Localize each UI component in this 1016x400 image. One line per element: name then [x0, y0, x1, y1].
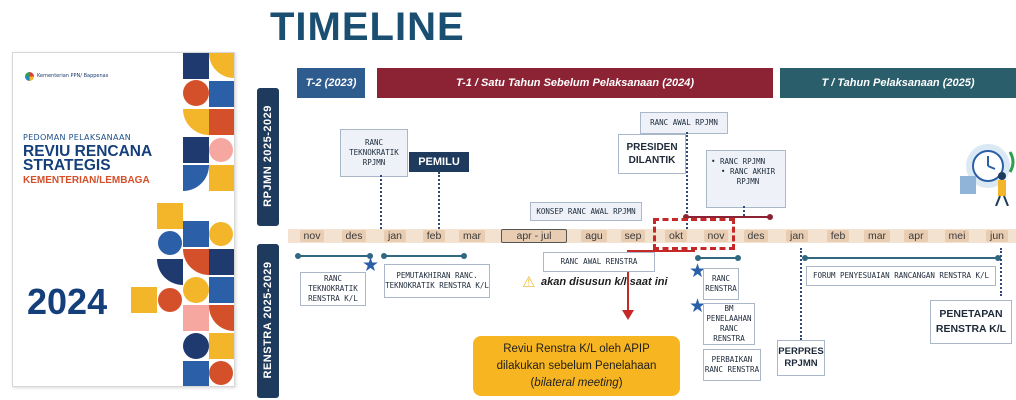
perpres-box: PERPRES RPJMN [777, 340, 825, 376]
connector-line [743, 206, 745, 216]
konsep-ranc-awal-box: KONSEP RANC AWAL RPJMN [530, 202, 642, 221]
highlight-arrow-line [627, 250, 695, 252]
review-callout: Reviu Renstra K/L oleh APIP dilakukan se… [473, 336, 680, 396]
review-line3: (bilateral meeting) [530, 376, 623, 389]
bullet-ranc-rpjmn: • RANC RPJMN [711, 157, 766, 166]
month-jan-2024: jan [376, 229, 414, 243]
month-mei-2025: mei [938, 229, 976, 243]
month-nov-2024: nov [698, 229, 734, 243]
ranc-awal-renstra-box: RANC AWAL RENSTRA [543, 252, 655, 272]
book-cover: Kementerian PPN/ Bappenas PEDOMAN PELAKS… [12, 52, 235, 387]
bappenas-logo-icon [25, 72, 34, 81]
month-jun-2025: jun [980, 229, 1014, 243]
band-renstra: RENSTRA 2025-2029 [257, 244, 279, 398]
review-line2: dilakukan sebelum Penelahaan [496, 359, 657, 372]
line-endpoint [461, 253, 467, 259]
forum-box: FORUM PENYESUAIAN RANCANGAN RENSTRA K/L [806, 266, 996, 286]
connector-line [1000, 248, 1002, 296]
month-feb-2025: feb [820, 229, 856, 243]
month-jan-2025: jan [780, 229, 814, 243]
cover-decoration [183, 53, 234, 386]
star-icon: ★ [689, 295, 707, 317]
cover-title: REVIU RENCANA STRATEGIS [23, 143, 153, 174]
star-icon: ★ [362, 254, 380, 276]
ranc-rpjmn-box: • RANC RPJMN • RANC AKHIR RPJMN [706, 150, 786, 208]
line-endpoint [995, 255, 1001, 261]
presiden-dilantik-box: PRESIDEN DILANTIK [618, 134, 686, 174]
perbaikan-box: PERBAIKAN RANC RENSTRA [703, 349, 761, 381]
bm-penelaahan-box: BM PENELAAHAN RANC RENSTRA [703, 303, 755, 345]
ranc-awal-rpjmn-box: RANC AWAL RPJMN [640, 112, 728, 134]
line-endpoint [295, 253, 301, 259]
cover-decoration-inner [131, 203, 183, 313]
line-endpoint [735, 255, 741, 261]
month-mar-2025: mar [859, 229, 895, 243]
month-apr-2025: apr [898, 229, 934, 243]
arrow-down-icon [622, 310, 634, 320]
pemilu-box: PEMILU [409, 152, 469, 172]
period-t1: T-1 / Satu Tahun Sebelum Pelaksanaan (20… [377, 68, 773, 98]
period-t: T / Tahun Pelaksanaan (2025) [780, 68, 1016, 98]
bullet-ranc-akhir-rpjmn: • RANC AKHIR RPJMN [720, 167, 776, 186]
period-t2: T-2 (2023) [297, 68, 365, 98]
month-apr-jul-2024: apr - jul [496, 229, 572, 243]
line-endpoint [695, 255, 701, 261]
line-endpoint [767, 214, 773, 220]
page-title: TIMELINE [270, 5, 465, 49]
band-rpjmn: RPJMN 2025-2029 [257, 88, 279, 226]
cover-ministry: Kementerian PPN/ Bappenas [37, 73, 109, 79]
month-mar-2024: mar [454, 229, 490, 243]
cover-year: 2024 [27, 281, 108, 322]
ranc-renstra-box: RANC RENSTRA [703, 268, 739, 300]
renstra-line-1 [298, 255, 370, 257]
month-okt-2024: okt [656, 229, 696, 243]
line-endpoint [367, 253, 373, 259]
star-icon: ★ [689, 260, 707, 282]
connector-line [380, 175, 382, 229]
month-sep-2024: sep [614, 229, 652, 243]
ranc-teknokratik-renstra-box: RANC TEKNOKRATIK RENSTRA K/L [300, 272, 366, 306]
renstra-line-4 [805, 257, 998, 259]
month-agu-2024: agu [576, 229, 612, 243]
cover-subtitle: PEDOMAN PELAKSANAAN [23, 133, 132, 142]
note-text: akan disusun k/l saat ini [541, 276, 668, 288]
month-des-2023: des [334, 229, 374, 243]
ranc-teknokratik-rpjmn-box: RANC TEKNOKRATIK RPJMN [340, 129, 408, 177]
review-line1: Reviu Renstra K/L oleh APIP [503, 342, 650, 355]
warning-icon: ⚠ [522, 273, 536, 291]
line-endpoint [802, 255, 808, 261]
connector-line [686, 132, 688, 229]
connector-line [800, 248, 802, 340]
line-endpoint [683, 214, 689, 220]
pemutakhiran-box: PEMUTAKHIRAN RANC. TEKNOKRATIK RENSTRA K… [384, 264, 490, 298]
month-nov-2023: nov [292, 229, 332, 243]
highlight-arrow-line [627, 250, 629, 312]
month-feb-2024: feb [416, 229, 452, 243]
cover-kl: KEMENTERIAN/LEMBAGA [23, 175, 150, 186]
renstra-line-2 [384, 255, 464, 257]
penetapan-box: PENETAPAN RENSTRA K/L [930, 300, 1012, 344]
month-des-2024: des [738, 229, 774, 243]
line-endpoint [381, 253, 387, 259]
connector-line [438, 172, 440, 229]
renstra-line-3 [698, 257, 738, 259]
clock-person-illustration [960, 144, 1015, 206]
rpjmn-progress-line [686, 216, 770, 218]
okt-nov-highlight [653, 218, 735, 250]
